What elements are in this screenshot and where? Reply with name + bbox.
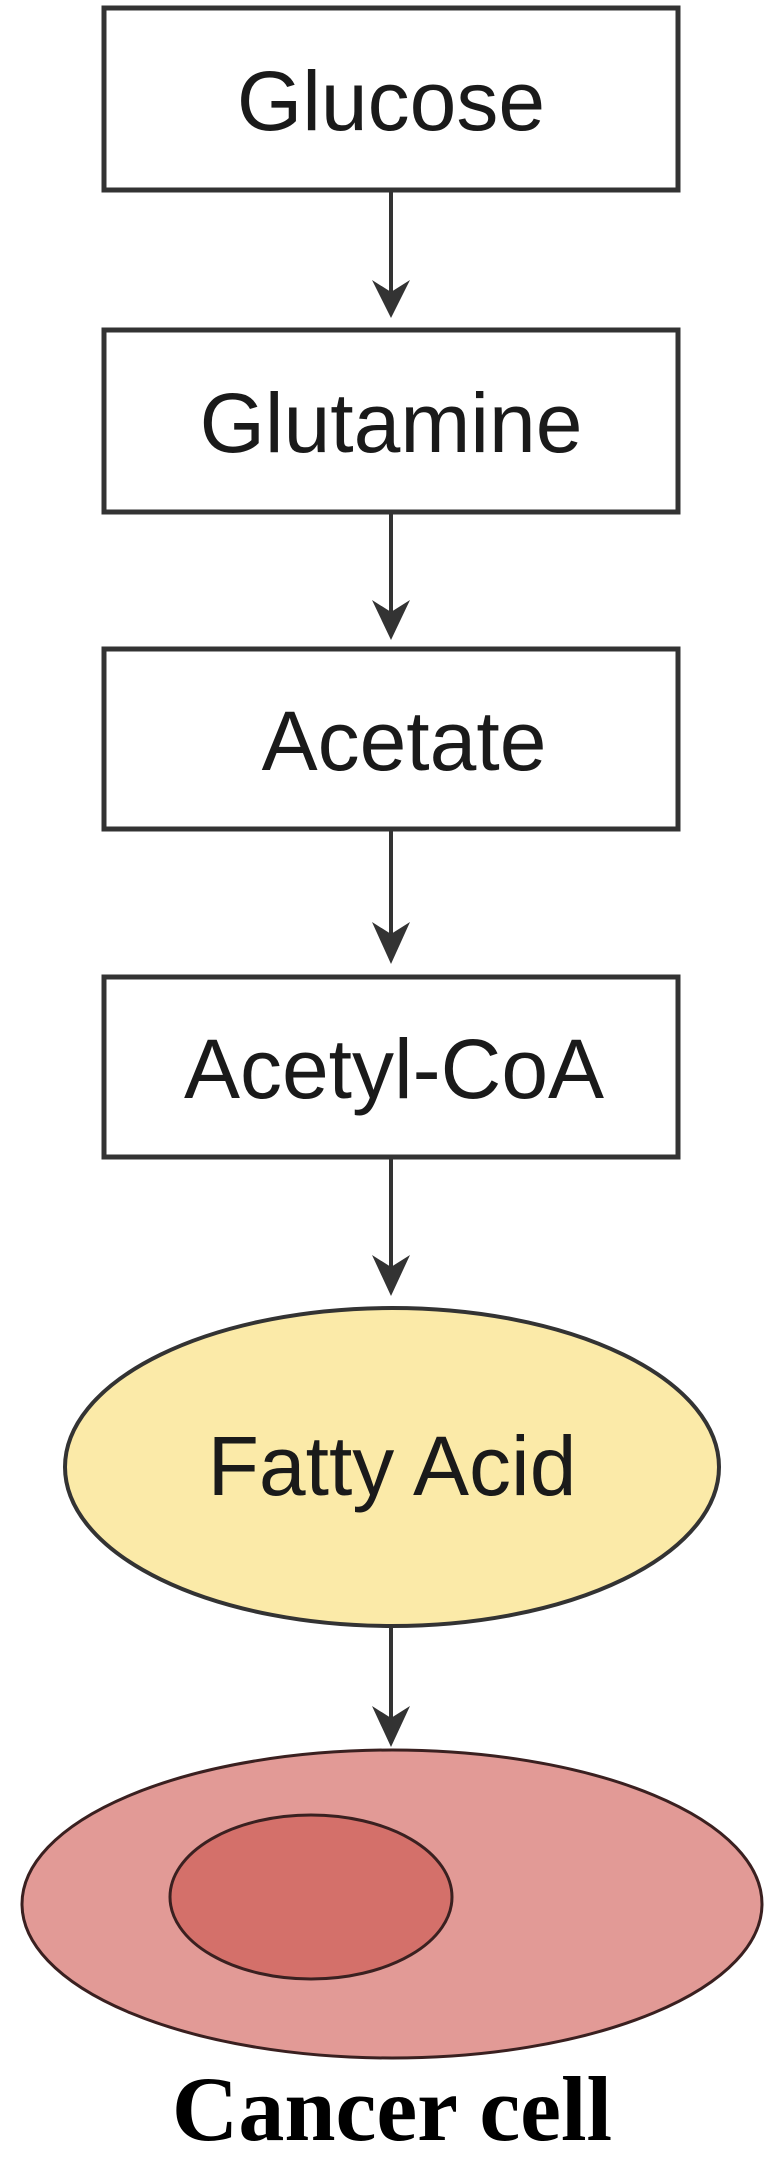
node-cancer-cell: Cancer cell xyxy=(20,1748,764,2160)
node-glutamine: Glutamine xyxy=(101,327,681,515)
arrow-glutamine-to-acetate xyxy=(372,512,410,640)
node-fatty-acid-label: Fatty Acid xyxy=(208,1419,577,1513)
node-glucose-label: Glucose xyxy=(237,54,545,148)
arrow-fatty-acid-to-cancer-cell xyxy=(372,1626,410,1747)
cancer-cell-caption: Cancer cell xyxy=(172,2058,612,2160)
node-acetyl-coa-label: Acetyl-CoA xyxy=(184,1022,604,1116)
arrow-acetyl-coa-to-fatty-acid xyxy=(372,1157,410,1296)
node-glucose: Glucose xyxy=(101,5,681,193)
node-acetyl-coa: Acetyl-CoA xyxy=(101,974,681,1160)
node-acetate: Acetate xyxy=(101,646,681,832)
arrow-acetate-to-acetyl-coa xyxy=(372,829,410,964)
node-glutamine-label: Glutamine xyxy=(200,376,583,470)
cell-nucleus xyxy=(168,1813,454,1981)
node-acetate-label: Acetate xyxy=(262,694,547,788)
node-fatty-acid: Fatty Acid xyxy=(63,1306,721,1628)
arrow-glucose-to-glutamine xyxy=(372,190,410,318)
